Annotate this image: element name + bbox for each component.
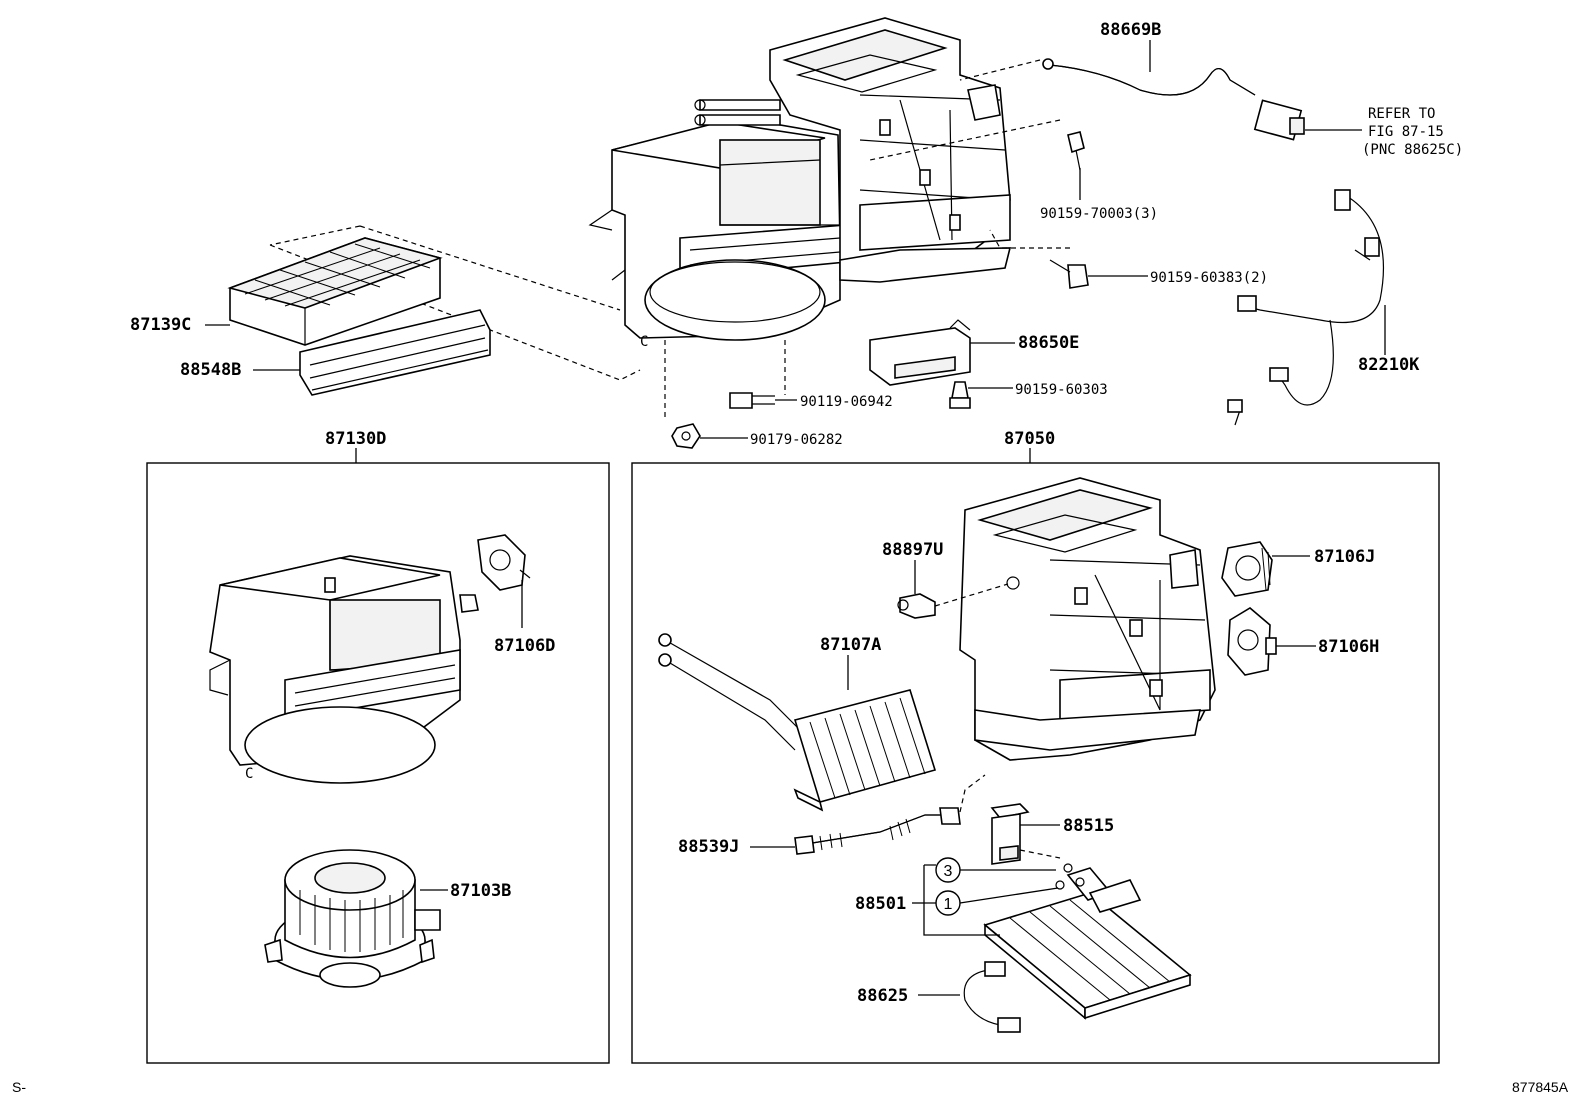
label-87139C: 87139C: [130, 315, 191, 335]
label-87130D: 87130D: [325, 429, 386, 449]
amplifier-88650E: [869, 319, 971, 386]
svg-text:C: C: [640, 334, 648, 350]
box-87130D: [146, 462, 610, 1064]
heater-core-87107A: [658, 633, 937, 812]
label-88548B: 88548B: [180, 360, 241, 380]
nut-90179-06282: [671, 423, 701, 449]
label-87107A: 87107A: [820, 635, 881, 655]
label-88539J: 88539J: [678, 837, 739, 857]
drawing-id: 877845A: [1512, 1079, 1569, 1095]
label-88501: 88501: [855, 894, 906, 914]
sensor-88897U: [897, 593, 936, 619]
refer-note-line2: FIG 87-15: [1368, 124, 1444, 140]
label-87106J: 87106J: [1314, 547, 1375, 567]
heater-unit-87050: [959, 477, 1216, 761]
screw-90159-70003: [1067, 131, 1085, 171]
label-87106H: 87106H: [1318, 637, 1379, 657]
svg-text:C: C: [245, 766, 253, 782]
footer-left-mark: S-: [12, 1079, 26, 1095]
blower-case-87130D: C: [209, 555, 479, 784]
label-88515: 88515: [1063, 816, 1114, 836]
cover-88548B: [299, 309, 491, 396]
servo-87106H: [1227, 607, 1277, 676]
label-82210K: 82210K: [1358, 355, 1420, 375]
label-87103B: 87103B: [450, 881, 511, 901]
ref-circle-3-num: 3: [944, 863, 953, 880]
evaporator-88501: [983, 863, 1192, 1020]
label-90119-06942: 90119-06942: [800, 394, 893, 410]
ref-circle-1-num: 1: [944, 896, 953, 913]
sensor-88625: [963, 961, 1021, 1033]
bolt-90159-60303: [949, 381, 971, 409]
label-87106D: 87106D: [494, 636, 555, 656]
dash-88669B-to-case: [959, 59, 1041, 81]
label-88625: 88625: [857, 986, 908, 1006]
blower-motor-87103B: [264, 849, 441, 988]
hvac-assembly-main: C: [588, 17, 1012, 350]
label-88897U: 88897U: [882, 540, 943, 560]
label-90159-60303: 90159-60303: [1015, 382, 1108, 398]
wire-harness-88669B: [1042, 58, 1305, 141]
refer-note-line3: (PNC 88625C): [1362, 142, 1463, 158]
screw-90159-60383: [1049, 259, 1089, 289]
filter-87139C: [227, 237, 443, 346]
servo-87106D: [477, 534, 531, 591]
servo-87106J: [1221, 541, 1273, 597]
label-88650E: 88650E: [1018, 333, 1079, 353]
label-87050: 87050: [1004, 429, 1055, 449]
bolt-90119-06942: [729, 392, 775, 409]
label-90159-70003: 90159-70003(3): [1040, 206, 1158, 222]
label-88669B: 88669B: [1100, 20, 1161, 40]
refer-note-line1: REFER TO: [1368, 106, 1435, 122]
wire-harness-82210K: [1227, 189, 1385, 426]
pipe-88539J: [794, 807, 961, 855]
expansion-valve-88515: [990, 803, 1030, 865]
label-90159-60383: 90159-60383(2): [1150, 270, 1268, 286]
label-90179-06282: 90179-06282: [750, 432, 843, 448]
box-87050: [631, 462, 1440, 1064]
